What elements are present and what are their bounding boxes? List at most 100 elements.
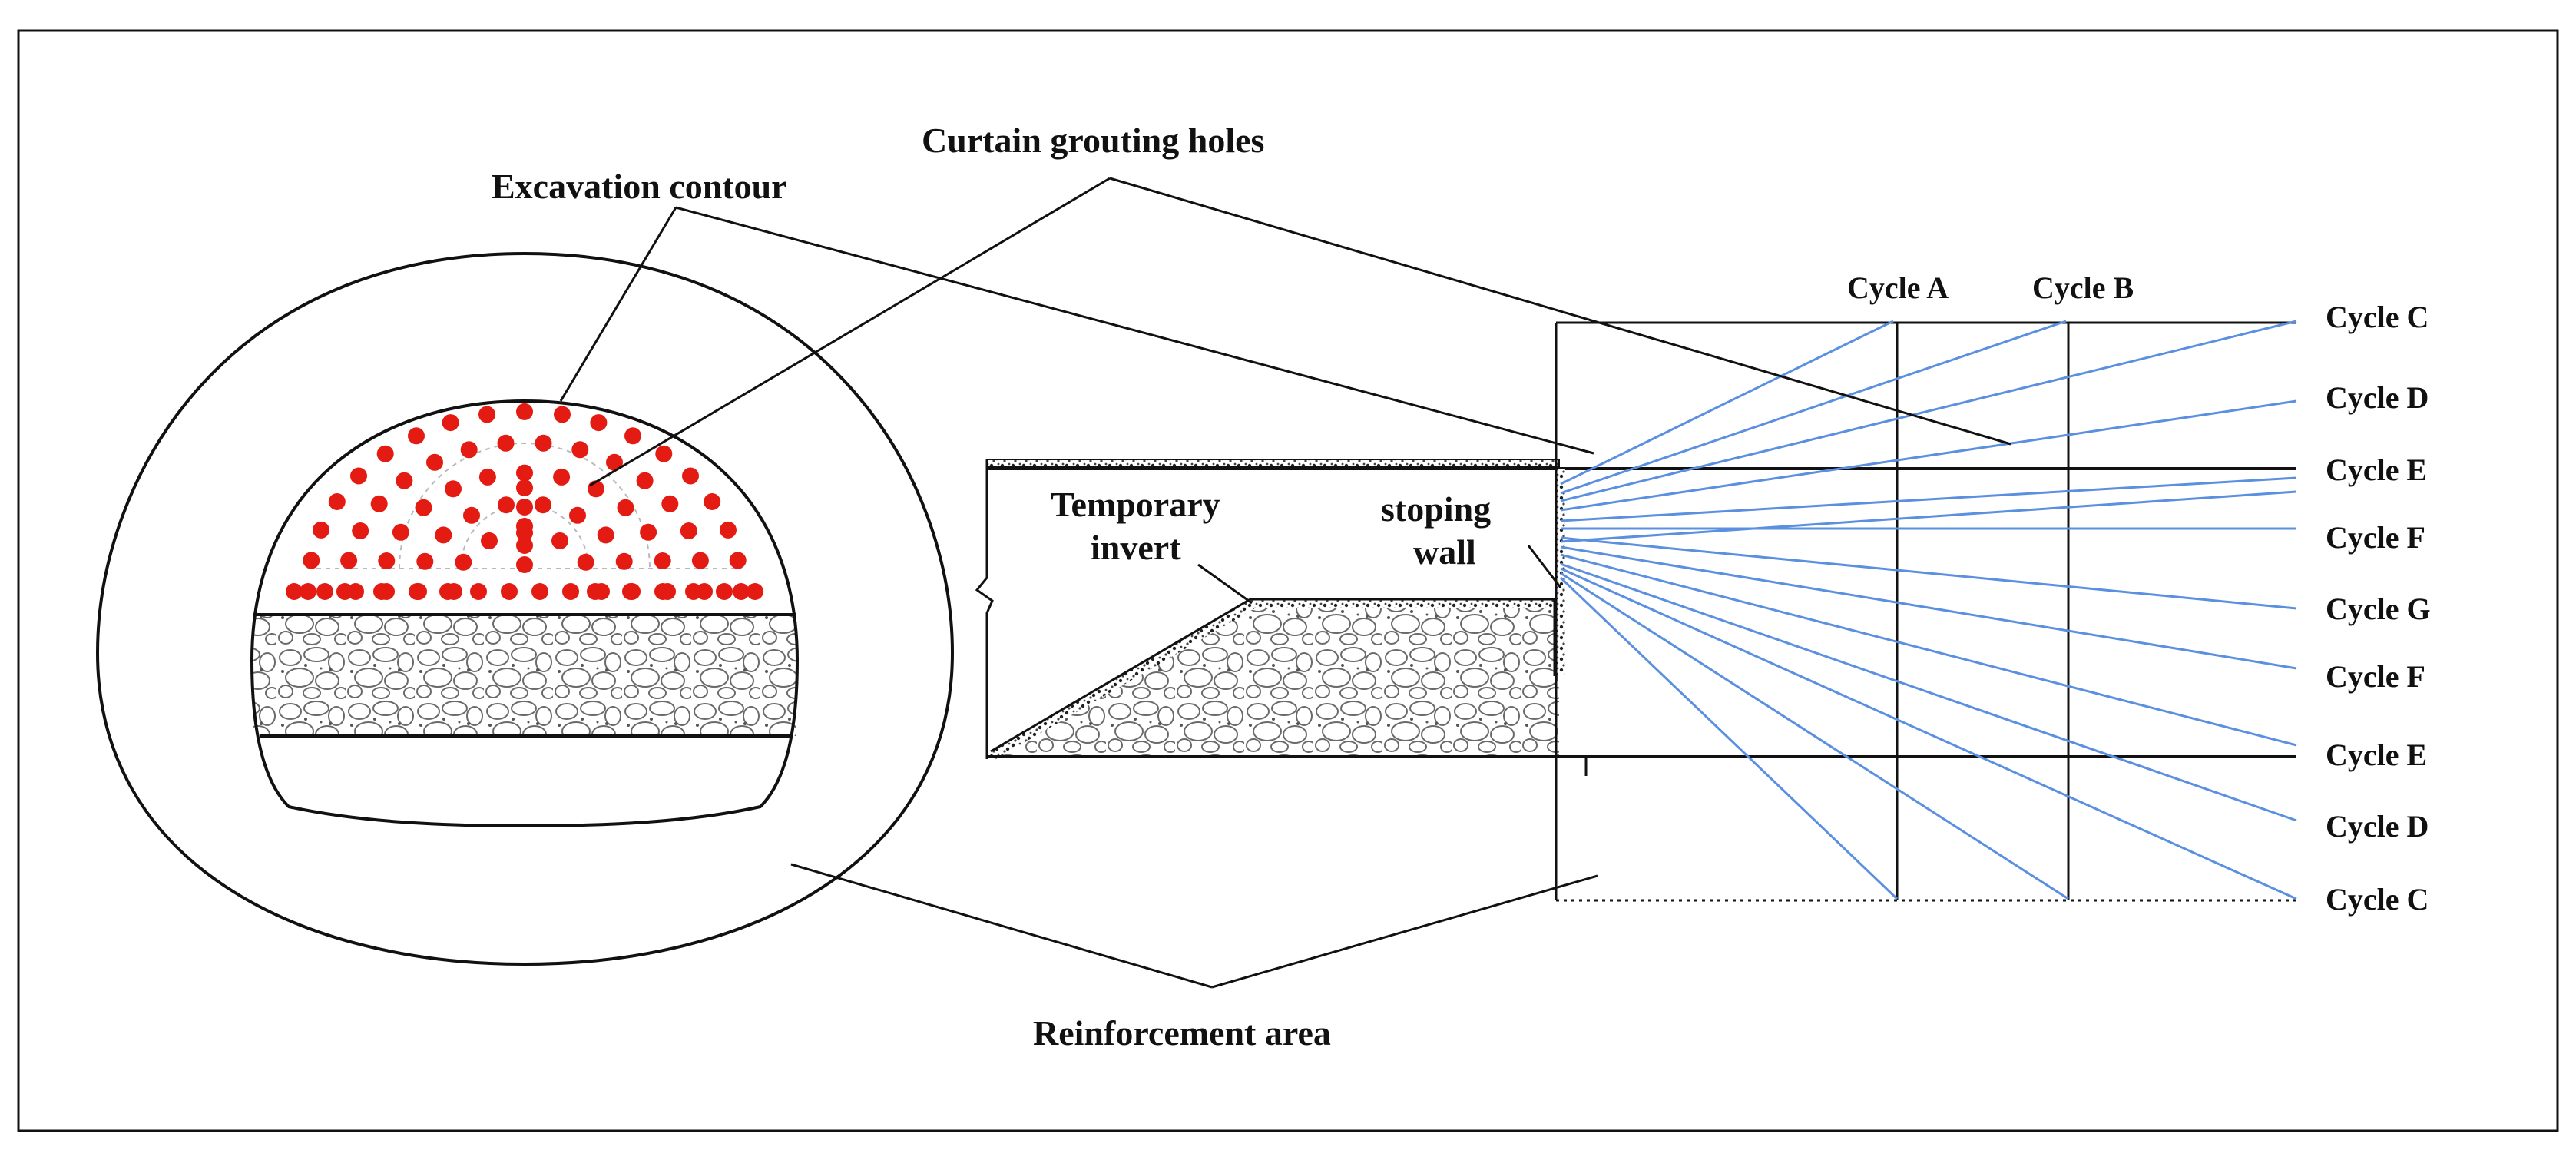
crown-lining-strip: [986, 459, 1560, 468]
label-cycle-right-8: Cycle C: [2326, 882, 2429, 917]
grout-hole: [376, 445, 394, 462]
leader-curtain-1: [589, 177, 1111, 487]
grout-hole: [370, 495, 388, 512]
grout-hole: [747, 583, 763, 600]
grout-hole: [445, 480, 462, 498]
grouting-hole-lines: [1559, 320, 2297, 900]
grout-hole: [704, 493, 721, 510]
grout-hole: [378, 552, 396, 569]
grout-hole: [350, 467, 367, 485]
grout-hole: [313, 521, 329, 539]
grout-line-9: [1560, 562, 2297, 822]
grout-hole: [498, 496, 515, 514]
grout-hole: [300, 583, 316, 600]
grout-hole: [316, 583, 333, 600]
grout-hole: [553, 468, 571, 486]
grout-hole: [606, 453, 623, 471]
label-cycle-right-3: Cycle F: [2326, 520, 2425, 555]
grout-hole-pattern: [286, 403, 763, 600]
label-temporary-invert-1: Temporary: [1051, 485, 1220, 524]
grout-hole: [408, 427, 425, 445]
grout-hole: [682, 467, 699, 485]
label-temporary-invert-2: invert: [1091, 528, 1181, 567]
grout-line-7: [1560, 545, 2297, 670]
grout-hole: [571, 441, 589, 459]
grout-hole: [416, 552, 434, 570]
grout-hole: [593, 583, 610, 600]
grout-hole: [617, 499, 634, 516]
label-stoping-wall-2: wall: [1413, 532, 1476, 572]
grout-hole: [470, 583, 487, 600]
invert-gravel-fill: [253, 615, 796, 736]
grout-hole: [562, 583, 579, 600]
grout-hole: [720, 521, 737, 539]
grout-line-11: [1560, 572, 2069, 900]
label-cycle-right-6: Cycle E: [2326, 738, 2427, 772]
label-excavation-contour: Excavation contour: [492, 167, 787, 206]
grout-hole: [426, 453, 443, 471]
grout-hole: [442, 414, 459, 432]
grout-hole: [303, 552, 320, 569]
grout-line-4: [1560, 476, 2297, 522]
grout-line-0: [1560, 320, 1894, 486]
cycle-label-column: Cycle C Cycle D Cycle E Cycle F Cycle G Cycle…: [2326, 300, 2431, 917]
grout-hole: [716, 583, 733, 600]
grout-hole: [680, 522, 697, 539]
temporary-invert-edge: [990, 598, 1559, 753]
grout-hole: [439, 583, 456, 600]
grout-line-12: [1559, 576, 1899, 900]
label-cycle-right-2: Cycle E: [2326, 453, 2427, 487]
grout-hole: [455, 553, 472, 571]
leader-reinforcement-2: [1211, 874, 1598, 989]
grout-hole: [478, 468, 496, 486]
grout-hole: [531, 583, 548, 600]
grout-hole: [340, 552, 358, 569]
outer-frame: [17, 29, 2559, 1132]
leader-reinforcement-1: [790, 863, 1213, 989]
temporary-invert-fill: [991, 604, 1559, 757]
leader-temporary-invert: [1197, 563, 1253, 605]
grout-hole: [481, 532, 498, 549]
guide-arc-inner: [460, 504, 589, 569]
grout-hole: [497, 434, 515, 452]
leader-curtain-2: [1109, 177, 2011, 446]
grout-hole: [654, 583, 671, 600]
leader-stoping-wall: [1527, 545, 1562, 588]
label-cycle-right-5: Cycle F: [2326, 659, 2425, 694]
tunnel-longitudinal-section: [975, 459, 2296, 776]
temporary-invert-surface: [988, 599, 1559, 761]
grout-hole: [352, 522, 369, 539]
grout-hole: [409, 583, 425, 600]
grout-hole: [655, 445, 673, 462]
grout-hole: [435, 526, 452, 544]
grout-hole: [733, 583, 750, 600]
grout-hole: [615, 552, 633, 570]
grout-hole: [328, 493, 346, 510]
grout-hole: [286, 583, 303, 600]
grout-hole: [396, 472, 413, 489]
label-reinforcement-area: Reinforcement area: [1033, 1013, 1331, 1053]
label-stoping-wall-1: stoping: [1381, 489, 1491, 529]
leader-lines: [559, 177, 2011, 989]
grout-hole: [516, 403, 533, 420]
grout-hole: [654, 552, 671, 569]
grout-hole: [577, 553, 594, 571]
label-cycle-right-1: Cycle D: [2326, 380, 2429, 415]
grout-hole: [463, 506, 480, 524]
label-cycle-b: Cycle B: [2032, 270, 2134, 305]
label-cycle-a: Cycle A: [1847, 270, 1949, 305]
leader-excavation-2: [675, 206, 1594, 455]
label-cycle-right-7: Cycle D: [2326, 809, 2429, 844]
grout-hole: [640, 523, 657, 541]
grout-hole: [516, 464, 533, 482]
grout-hole: [636, 472, 654, 489]
label-cycle-right-4: Cycle G: [2326, 592, 2431, 626]
grout-hole: [347, 583, 364, 600]
grout-hole: [516, 499, 533, 516]
grout-line-10: [1560, 567, 2297, 900]
label-cycle-right-0: Cycle C: [2326, 300, 2429, 334]
grout-hole: [516, 518, 533, 535]
grout-line-13: [1560, 490, 2297, 543]
